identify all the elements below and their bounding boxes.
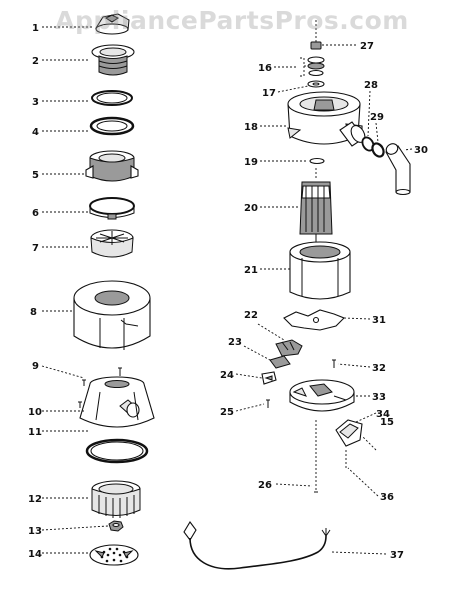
callout-12: 12 (28, 494, 42, 505)
callout-2: 2 (32, 56, 39, 67)
callout-32: 32 (372, 363, 386, 374)
callout-26: 26 (258, 480, 272, 491)
part-30-discharge-elbow (385, 143, 411, 196)
callout-4: 4 (32, 127, 39, 138)
part-18-outlet (339, 121, 366, 147)
part-37-power-cord (183, 521, 331, 570)
part-19-washer (309, 157, 325, 165)
part-28-gasket (361, 136, 375, 152)
part-33-end-bell (289, 379, 355, 412)
callout-37: 37 (390, 550, 404, 561)
part-6-snap-ring (89, 197, 135, 220)
callout-16: 16 (258, 63, 272, 74)
part-32-screw (332, 359, 336, 368)
callout-24: 24 (220, 370, 234, 381)
part-8-upper-housing (73, 280, 151, 350)
part-12-shredder-ring (91, 480, 141, 518)
callout-29: 29 (370, 112, 384, 123)
callout-13: 13 (28, 526, 42, 537)
callout-11: 11 (28, 427, 42, 438)
callout-36: 36 (380, 492, 394, 503)
callout-15: 15 (380, 417, 394, 428)
part-21-stator (289, 241, 351, 300)
callout-9: 9 (32, 361, 39, 372)
callout-22: 22 (244, 310, 258, 321)
part-2-flange (91, 44, 135, 76)
callout-28: 28 (364, 80, 378, 91)
callout-1: 1 (32, 23, 39, 34)
part-27-nut (310, 20, 322, 50)
part-29-clamp (371, 142, 385, 158)
part-9-screws (78, 367, 122, 408)
part-16-bearing-stack (307, 56, 325, 77)
part-13-nut (108, 520, 124, 532)
callout-30: 30 (414, 145, 428, 156)
leader-lines (41, 26, 413, 555)
callout-31: 31 (372, 315, 386, 326)
part-35-cover (335, 419, 363, 447)
callout-23: 23 (228, 337, 242, 348)
callout-27: 27 (360, 41, 374, 52)
callout-8: 8 (30, 307, 37, 318)
callout-5: 5 (32, 170, 39, 181)
callout-34: 34 (376, 409, 390, 420)
callout-10: 10 (28, 407, 42, 418)
callout-25: 25 (220, 407, 234, 418)
part-25-screw (266, 399, 270, 408)
callout-17: 17 (262, 88, 276, 99)
callout-7: 7 (32, 243, 39, 254)
callout-18: 18 (244, 122, 258, 133)
callout-20: 20 (244, 203, 258, 214)
part-24-bracket (261, 371, 277, 385)
part-1-stopper (95, 13, 130, 35)
part-17-washer (307, 80, 325, 88)
part-7-splash-guard (90, 229, 134, 258)
callout-3: 3 (32, 97, 39, 108)
callout-14: 14 (28, 549, 42, 560)
callout-21: 21 (244, 265, 258, 276)
part-5-mounting-ring (85, 150, 139, 182)
part-23-terminal (269, 355, 291, 369)
callout-33: 33 (372, 392, 386, 403)
part-20-rotor (299, 168, 333, 246)
part-22-switch (275, 339, 303, 357)
callout-19: 19 (244, 157, 258, 168)
callout-6: 6 (32, 208, 39, 219)
part-11-gasket (85, 438, 149, 464)
callout-labels: 1 2 3 4 5 6 7 8 9 10 11 12 13 14 15 16 1… (28, 23, 428, 561)
part-10-hopper (79, 376, 155, 428)
part-14-flywheel (89, 544, 139, 566)
